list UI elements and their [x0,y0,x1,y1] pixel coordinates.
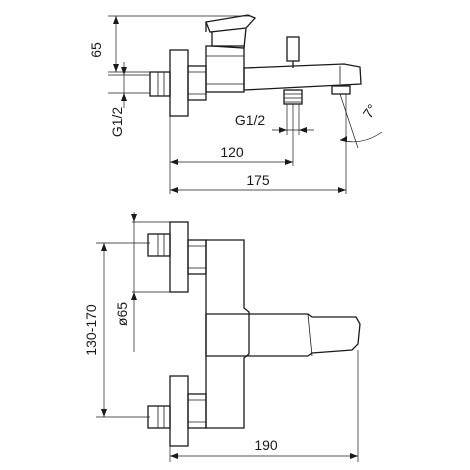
dim-thread-outlet-label: G1/2 [235,112,266,128]
dim-flange-label: ø65 [114,302,130,326]
wall-flange-side [169,49,207,117]
mixer-body-front [205,239,250,429]
dim-thread-inlet-label: G1/2 [109,107,125,138]
inlet-nipple-side [149,71,171,97]
side-view: 65 G1/2 G1/2 120 [88,14,383,194]
dim-spout-angle-label: 7° [360,101,381,121]
spout [243,63,362,95]
dim-outlet-center: 120 [169,104,294,194]
dim-height-65: 65 [88,15,250,73]
dim-total-depth-label: 175 [246,172,270,188]
upper-flange-front [147,221,207,293]
dim-total-depth: 175 [170,94,347,194]
dim-height-label: 65 [88,42,104,58]
dim-thread-outlet: G1/2 [235,104,314,135]
dim-spacing-label: 130-170 [83,304,99,356]
lower-flange-front [147,375,207,447]
dim-outlet-center-label: 120 [220,144,244,160]
handle-lever [205,14,257,49]
front-view: 130-170 ø65 190 [83,212,361,462]
dim-total-width: 190 [169,350,359,462]
dim-thread-inlet: G1/2 [108,62,150,137]
handle-lever-front [205,313,361,357]
diverter-knob [286,36,300,68]
dim-flange: ø65 [114,212,172,352]
dim-spacing: 130-170 [83,242,150,418]
bottom-outlet-thread [283,89,303,105]
mixer-body-side [205,45,245,93]
dim-total-width-label: 190 [254,437,278,453]
